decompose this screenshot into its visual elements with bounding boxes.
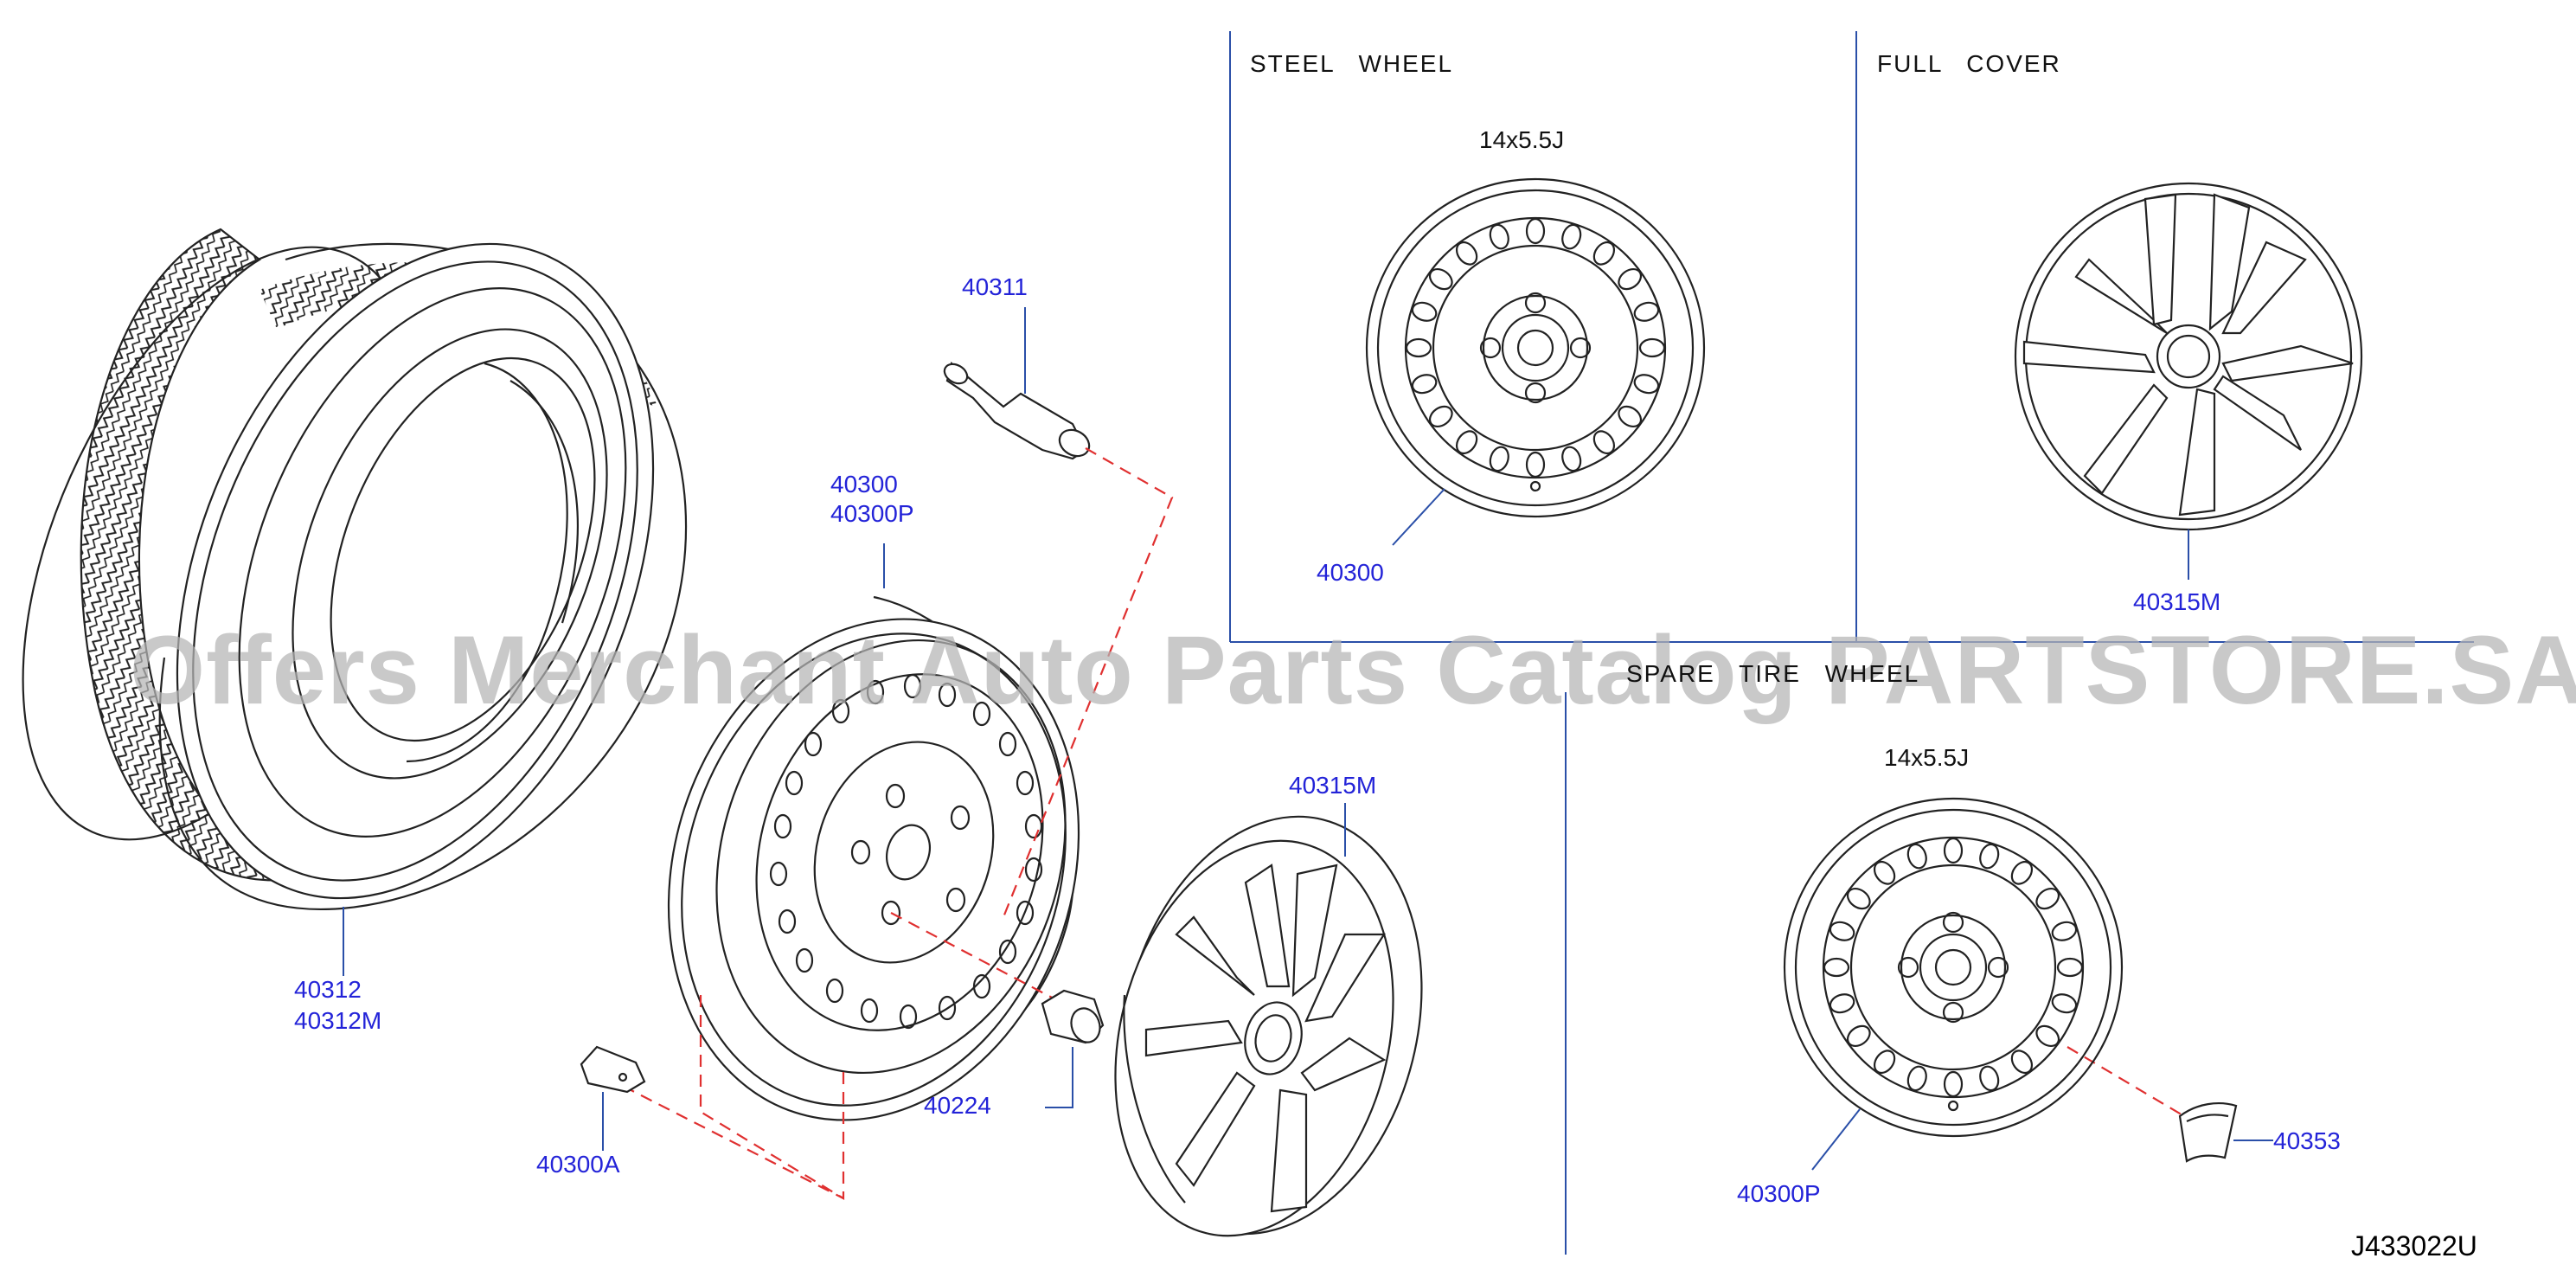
- vent-hole: [2056, 957, 2084, 978]
- main-wheel-drawing: [667, 595, 1080, 1121]
- vent-hole: [2035, 1024, 2060, 1048]
- part-label-40224[interactable]: 40224: [924, 1092, 991, 1119]
- wheel-nut-drawing: [1041, 989, 1105, 1044]
- steel-wheel-vent-holes: [1405, 217, 1666, 478]
- part-label-40312[interactable]: 40312: [294, 976, 362, 1003]
- section-title-spare-tire-wheel: SPARE TIRE WHEEL: [1626, 660, 1920, 687]
- part-label-40300-main[interactable]: 40300: [830, 471, 898, 498]
- diagram-code: J433022U: [2351, 1230, 2477, 1262]
- vent-hole: [1633, 301, 1660, 322]
- part-label-40315M-main[interactable]: 40315M: [1289, 772, 1377, 799]
- part-label-40300P-main[interactable]: 40300P: [830, 500, 914, 527]
- vent-hole: [1823, 957, 1850, 978]
- vent-hole: [1592, 430, 1616, 455]
- vent-hole: [2010, 1050, 2034, 1075]
- vent-hole: [1829, 993, 1855, 1014]
- vent-hole: [1455, 430, 1478, 455]
- vent-hole: [1979, 843, 2000, 870]
- vent-hole: [1405, 337, 1432, 358]
- vent-hole: [1906, 843, 1927, 870]
- vent-hole: [1428, 267, 1453, 291]
- vent-hole: [1633, 374, 1660, 395]
- vent-hole: [1829, 921, 1855, 941]
- vent-hole: [1489, 223, 1509, 250]
- part-label-40300-steel[interactable]: 40300: [1317, 559, 1384, 586]
- section-title-full-cover: FULL COVER: [1877, 50, 2061, 77]
- spare-wheel-size: 14x5.5J: [1884, 744, 1970, 771]
- vent-hole: [1979, 1065, 2000, 1092]
- vent-hole: [1873, 1050, 1896, 1075]
- vent-hole: [1561, 223, 1582, 250]
- vent-hole: [1489, 446, 1509, 472]
- vent-hole: [2010, 860, 2034, 885]
- vent-hole: [1906, 1065, 1927, 1092]
- vent-hole: [1561, 446, 1582, 472]
- vent-hole: [1618, 267, 1643, 291]
- vent-hole: [2051, 921, 2078, 941]
- valve-stem-drawing: [943, 362, 1091, 460]
- vent-hole: [1618, 405, 1643, 428]
- tpms-sensor-drawing: [580, 1045, 646, 1094]
- part-label-40300P-spare[interactable]: 40300P: [1737, 1180, 1821, 1207]
- watermark: Offers Merchant Auto Parts Catalog PARTS…: [130, 616, 2576, 724]
- spare-wheel-drawing: [1783, 797, 2124, 1138]
- vent-hole: [1638, 337, 1666, 358]
- section-dividers: [1229, 31, 2474, 1255]
- leader-40300-steel: [1392, 488, 1445, 546]
- vent-hole: [1411, 301, 1438, 322]
- wheel-cover-drawing: [1114, 815, 1423, 1237]
- leader-40224: [1045, 1047, 1073, 1108]
- spare-wheel-vent-holes: [1823, 837, 2084, 1098]
- vent-hole: [1873, 860, 1896, 885]
- tire-drawing: [22, 228, 693, 911]
- vent-hole: [1846, 1024, 1871, 1048]
- vent-hole: [1428, 405, 1453, 428]
- part-label-40311[interactable]: 40311: [962, 273, 1028, 300]
- part-label-40312M[interactable]: 40312M: [294, 1007, 382, 1034]
- vent-hole: [2035, 887, 2060, 910]
- section-title-steel-wheel: STEEL WHEEL: [1250, 50, 1454, 77]
- leader-40300P-spare: [1811, 1108, 1861, 1171]
- part-label-40300A[interactable]: 40300A: [536, 1151, 620, 1178]
- vent-hole: [1525, 217, 1546, 245]
- part-label-40315M-cover[interactable]: 40315M: [2133, 588, 2221, 615]
- vent-hole: [1592, 241, 1616, 266]
- full-cover-drawing: [2014, 182, 2363, 531]
- steel-wheel-drawing: [1365, 177, 1706, 518]
- vent-hole: [1525, 451, 1546, 478]
- steel-wheel-size: 14x5.5J: [1479, 126, 1565, 153]
- vent-hole: [1455, 241, 1478, 266]
- vent-hole: [1943, 837, 1964, 864]
- vent-hole: [1846, 887, 1871, 910]
- part-label-40353[interactable]: 40353: [2273, 1127, 2341, 1154]
- vent-hole: [1411, 374, 1438, 395]
- balance-weight-drawing: [2178, 1102, 2238, 1163]
- dashed-leaders: [605, 447, 2185, 1200]
- vent-hole: [2051, 993, 2078, 1014]
- vent-hole: [1943, 1070, 1964, 1098]
